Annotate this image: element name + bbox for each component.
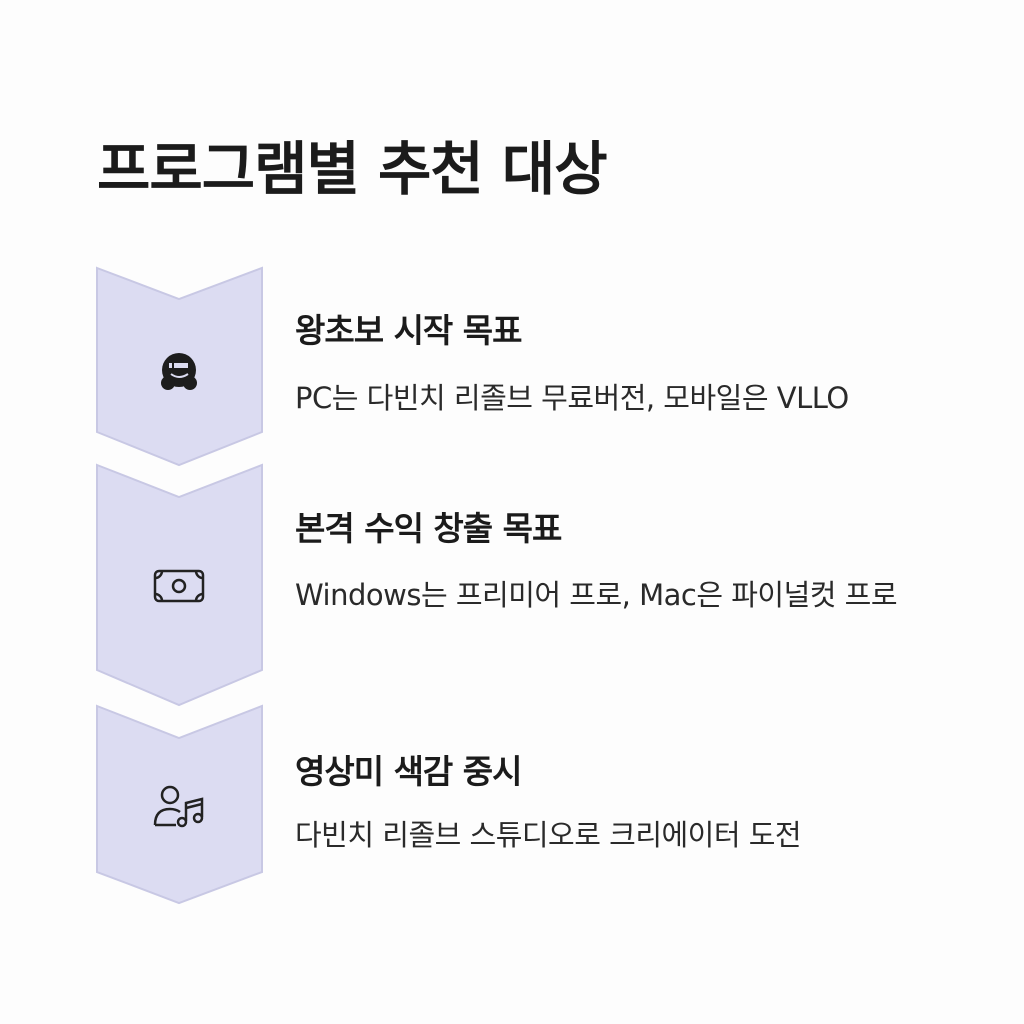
page-title: 프로그램별 추천 대상 bbox=[97, 135, 608, 203]
step-1-heading: 왕초보 시작 목표 bbox=[295, 311, 522, 350]
step-3-heading: 영상미 색감 중시 bbox=[295, 752, 522, 791]
step-2-heading: 본격 수익 창출 목표 bbox=[295, 509, 562, 548]
wink-face-icon bbox=[161, 353, 197, 390]
step-2-description: Windows는 프리미어 프로, Mac은 파이널컷 프로 bbox=[295, 578, 898, 612]
step-1-description: PC는 다빈치 리졸브 무료버전, 모바일은 VLLO bbox=[295, 381, 849, 415]
chevron-step-3 bbox=[96, 704, 263, 905]
user-music-icon bbox=[153, 785, 204, 828]
chevron-step-2 bbox=[96, 463, 263, 707]
step-3-description: 다빈치 리졸브 스튜디오로 크리에이터 도전 bbox=[295, 818, 802, 852]
money-bill-icon bbox=[153, 569, 205, 603]
